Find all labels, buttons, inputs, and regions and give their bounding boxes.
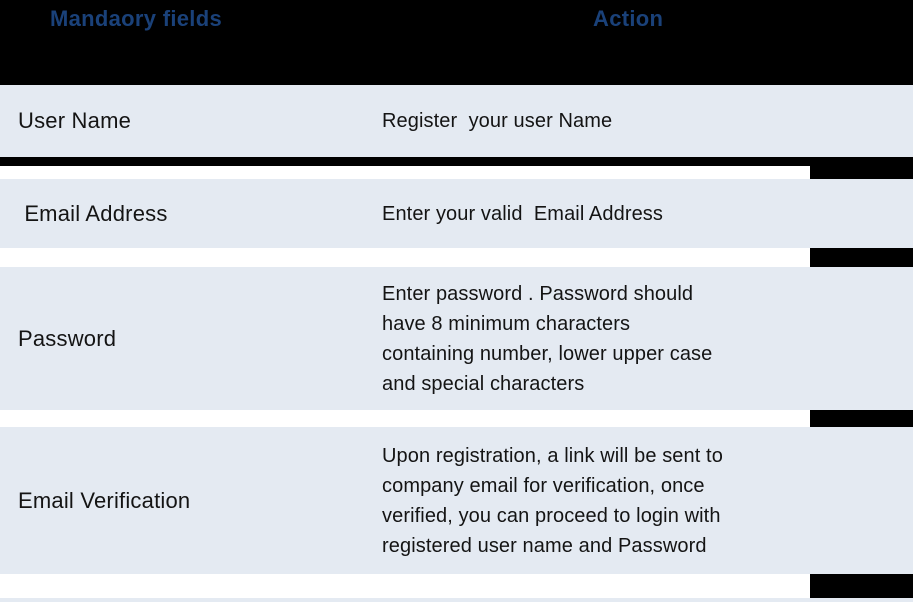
divider-bar — [0, 157, 913, 166]
gap-black-block-4 — [810, 574, 913, 598]
table-row-email-address: Email Address Enter your valid Email Add… — [0, 179, 913, 248]
field-label-user-name: User Name — [18, 108, 132, 133]
bottom-strip — [0, 598, 913, 602]
table-row-email-verification: Email Verification Upon registration, a … — [0, 427, 913, 574]
header-mandatory-fields: Mandaory fields — [50, 6, 222, 31]
gap-black-block-2 — [810, 248, 913, 267]
action-text-email-verification: Upon registration, a link will be sent t… — [382, 444, 723, 557]
gap-black-block-3 — [810, 410, 913, 427]
field-label-email-address: Email Address — [18, 200, 168, 226]
table-header-row: Mandaory fields Action — [0, 0, 913, 85]
header-action: Action — [593, 6, 664, 31]
gap-black-block-1 — [810, 157, 913, 180]
action-text-email-address: Enter your valid Email Address — [382, 202, 664, 225]
table-row-password: Password Enter password . Password shoul… — [0, 267, 913, 410]
action-text-password: Enter password . Password should have 8 … — [382, 282, 713, 395]
table-row-user-name: User Name Register your user Name — [0, 85, 913, 157]
action-text-user-name: Register your user Name — [382, 110, 613, 132]
field-label-email-verification: Email Verification — [18, 487, 191, 513]
field-label-password: Password — [18, 325, 117, 351]
